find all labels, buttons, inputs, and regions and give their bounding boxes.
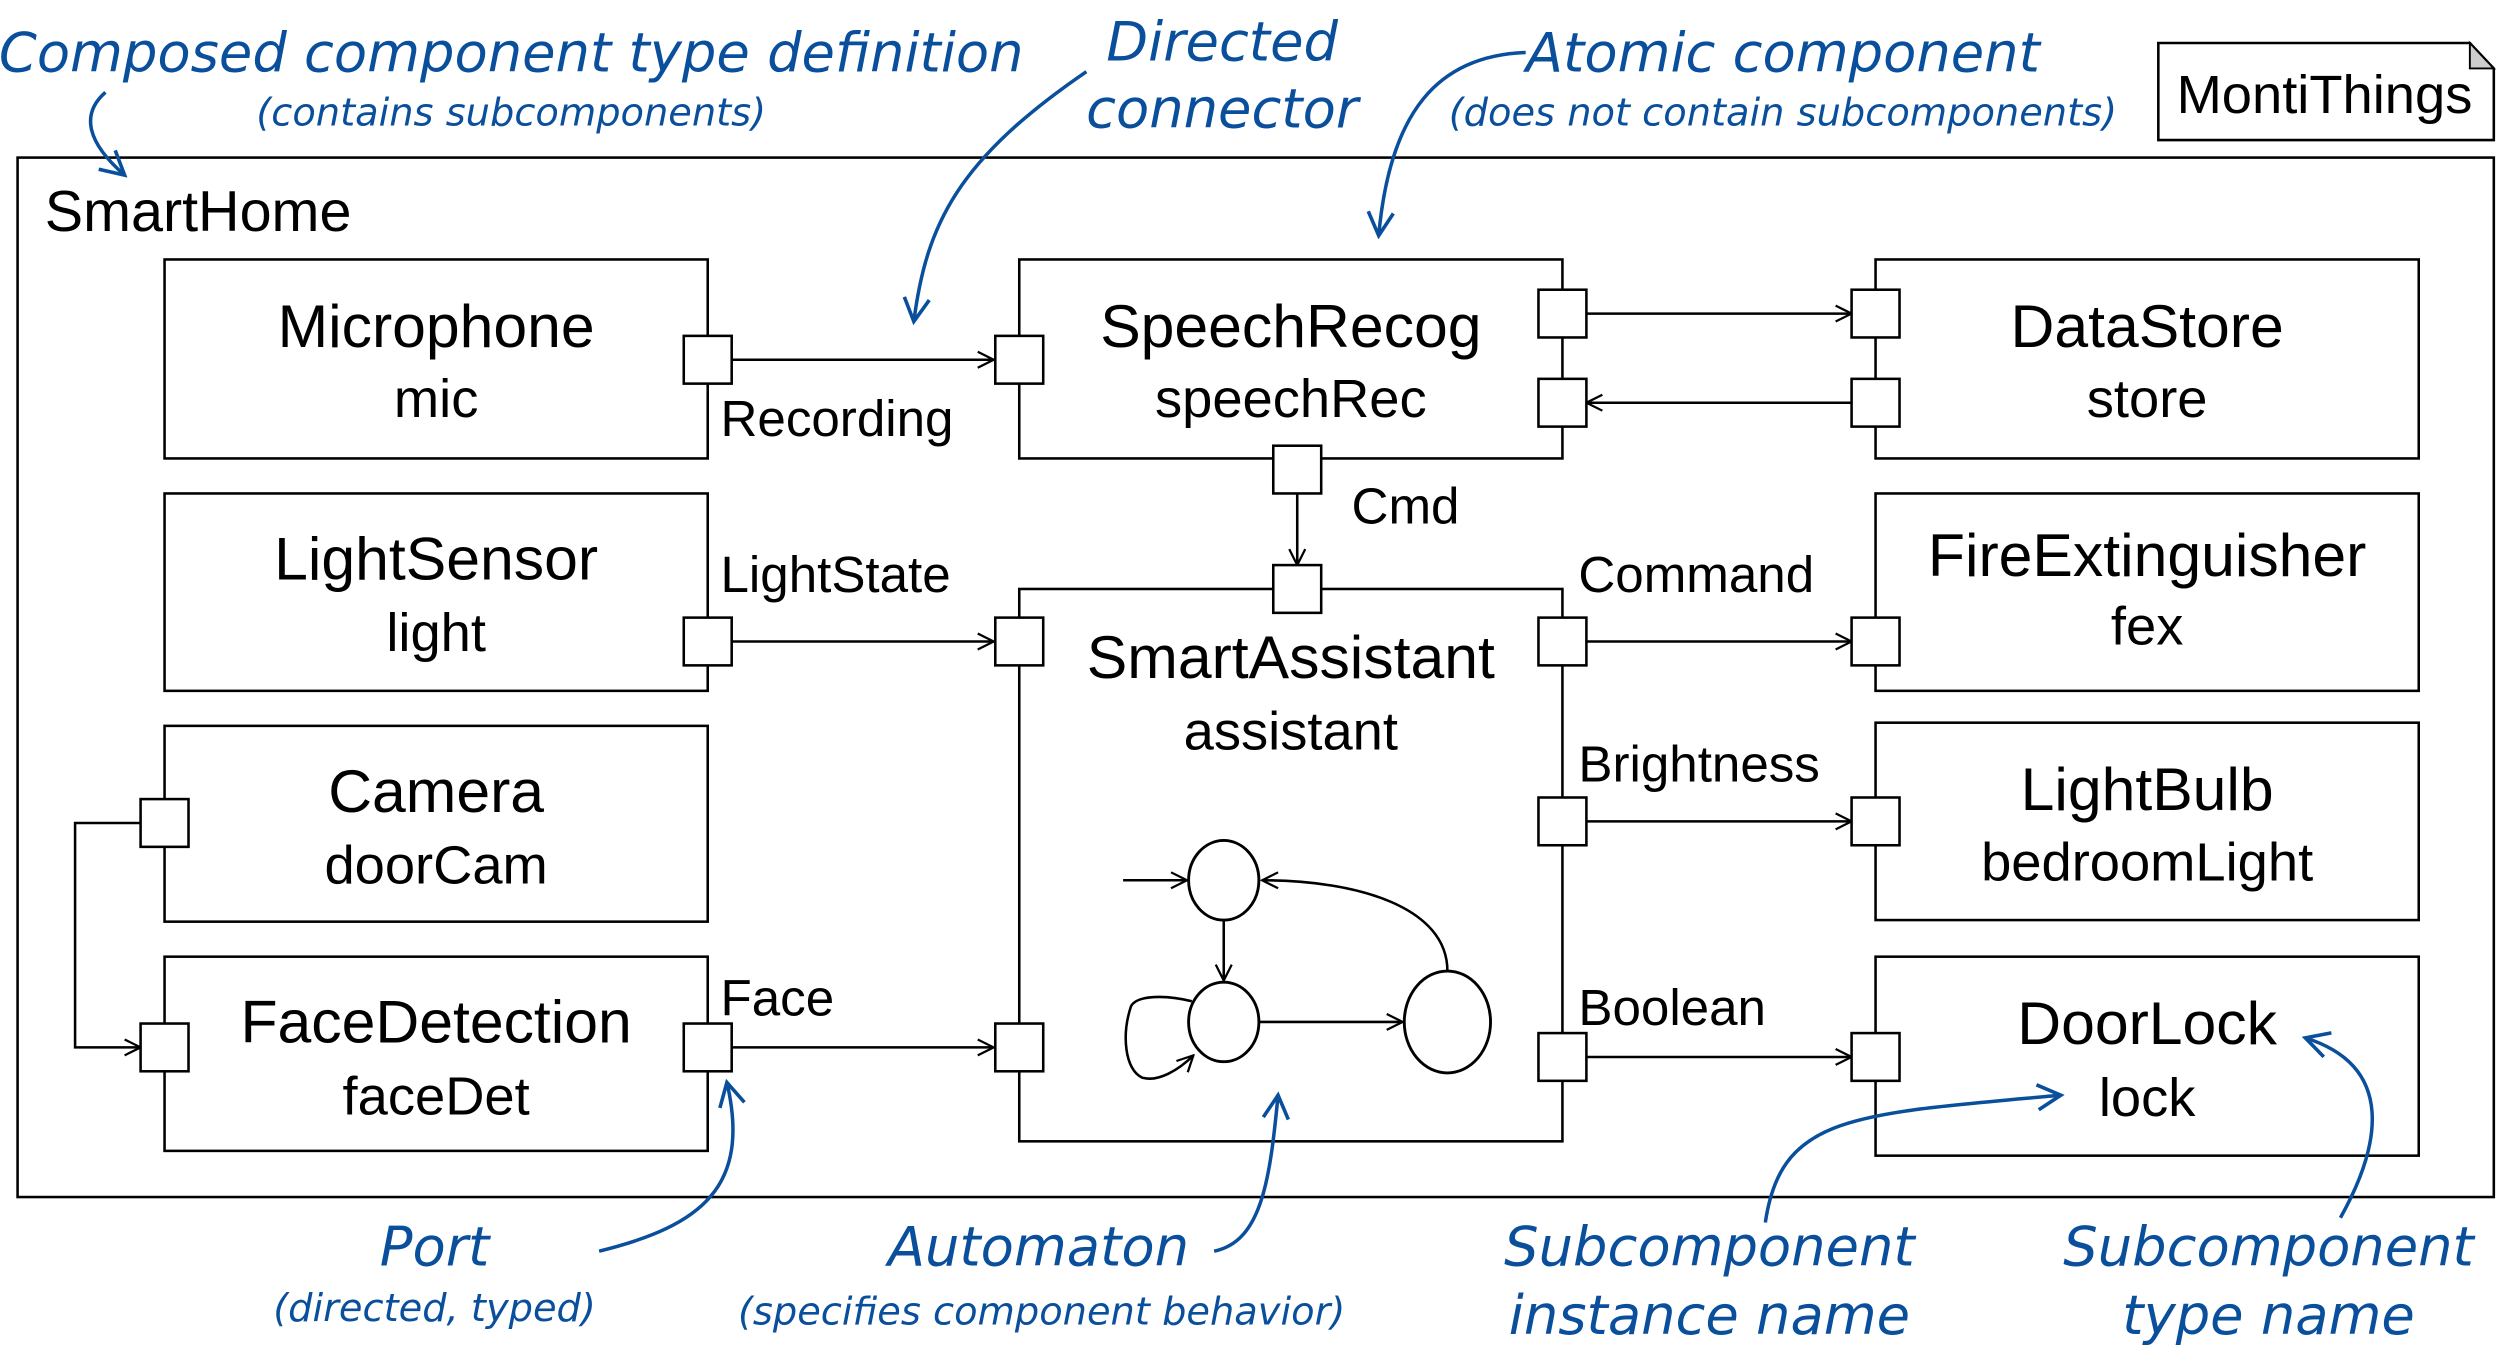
component-lock[interactable]: DoorLock lock [1874, 955, 2421, 1157]
note-fold-icon [2468, 40, 2497, 70]
annotation-atomic: Atomic component (does not contain subco… [1379, 22, 2117, 236]
connector-camera-facedet[interactable] [73, 821, 141, 1047]
type-name: LightBulb [2021, 755, 2274, 823]
annotation-arrow-icon [1379, 50, 1526, 236]
annotation-composed-subtitle: (contains subcomponents) [256, 91, 766, 136]
port-type-recording: Recording [721, 390, 954, 447]
annotation-type-line2: type name [2122, 1284, 2415, 1347]
instance-name: faceDet [343, 1066, 530, 1126]
montithings-badge: MontiThings [2157, 40, 2497, 142]
component-light[interactable]: LightSensor light [163, 492, 710, 693]
component-bedroomlight[interactable]: LightBulb bedroomLight [1874, 721, 2421, 922]
port-speechrec-cmd[interactable] [1271, 444, 1323, 495]
port-assistant-face[interactable] [994, 1022, 1045, 1073]
component-assistant[interactable]: SmartAssistant assistant [1017, 587, 1564, 1143]
automaton-transition-3-1 [1262, 880, 1449, 972]
instance-name: fex [2111, 597, 2183, 657]
automaton-state-2 [1187, 980, 1261, 1064]
port-assistant-boolean[interactable] [1537, 1031, 1588, 1083]
annotation-automaton-subtitle: (specifies component behavior) [738, 1289, 1345, 1334]
component-doorcam[interactable]: Camera doorCam [163, 724, 710, 923]
component-fex[interactable]: FireExtinguisher fex [1874, 492, 2421, 693]
port-mic-out[interactable] [682, 334, 733, 385]
port-assistant-command[interactable] [1537, 616, 1588, 667]
automaton-self-loop [1124, 995, 1194, 1080]
annotation-connector-line1: Directed [1106, 11, 1338, 74]
annotation-atomic-subtitle: (does not contain subcomponents) [1449, 91, 2117, 136]
annotation-port: Port (directed, typed) [273, 1082, 733, 1331]
type-name: Camera [328, 757, 544, 825]
type-name: FaceDetection [240, 988, 631, 1056]
instance-name: assistant [1184, 702, 1398, 762]
automaton-state-1 [1187, 839, 1261, 922]
annotation-arrow-icon [1763, 1095, 2061, 1223]
port-bulb-in[interactable] [1850, 796, 1901, 847]
port-type-boolean: Boolean [1578, 979, 1766, 1036]
annotation-port-subtitle: (directed, typed) [273, 1286, 596, 1331]
instance-name: speechRec [1155, 369, 1427, 429]
component-facedet[interactable]: FaceDetection faceDet [163, 955, 710, 1153]
instance-name: mic [394, 369, 478, 429]
automaton-state-3 [1402, 969, 1492, 1075]
annotation-composed-title: Composed component type definition [0, 22, 1024, 85]
component-mic[interactable]: Microphone mic [163, 258, 710, 460]
annotation-arrow-icon [88, 91, 125, 175]
port-speechrec-in[interactable] [994, 334, 1045, 385]
type-name: DoorLock [2017, 989, 2277, 1057]
port-assistant-brightness[interactable] [1537, 796, 1588, 847]
port-type-face: Face [721, 970, 835, 1027]
component-store[interactable]: DataStore store [1874, 258, 2421, 460]
annotation-instance-line2: instance name [1509, 1284, 1910, 1347]
port-type-brightness: Brightness [1578, 736, 1819, 793]
port-type-command: Command [1578, 546, 1814, 603]
port-camera-out[interactable] [139, 797, 190, 849]
type-name: DataStore [2011, 292, 2284, 360]
annotation-arrow-icon [1213, 1095, 1278, 1253]
annotation-automaton: Automaton (specifies component behavior) [738, 1095, 1345, 1334]
port-lock-in[interactable] [1850, 1031, 1901, 1083]
port-store-in[interactable] [1850, 288, 1901, 339]
port-store-out[interactable] [1850, 377, 1901, 428]
annotation-type-line1: Subcomponent [2063, 1216, 2475, 1279]
port-type-lightstate: LightState [721, 546, 951, 603]
instance-name: lock [2099, 1068, 2196, 1128]
port-speechrec-out-store[interactable] [1537, 288, 1588, 339]
annotation-atomic-title: Atomic component [1523, 22, 2042, 85]
port-facedet-out[interactable] [682, 1022, 733, 1073]
port-light-out[interactable] [682, 616, 733, 667]
annotation-instance-line1: Subcomponent [1504, 1216, 1916, 1279]
automaton [1123, 839, 1492, 1080]
port-type-cmd: Cmd [1352, 478, 1460, 535]
annotation-connector-line2: connector [1086, 77, 1362, 140]
port-assistant-light[interactable] [994, 616, 1045, 667]
annotation-connector: Directed connector [914, 11, 1362, 322]
instance-name: store [2087, 369, 2208, 429]
annotation-arrow-icon [2305, 1038, 2375, 1219]
annotation-arrow-icon [598, 1082, 733, 1253]
instance-name: doorCam [324, 836, 547, 896]
annotation-type: Subcomponent type name [2063, 1038, 2476, 1347]
type-name: SmartAssistant [1087, 623, 1495, 691]
type-name: LightSensor [274, 525, 598, 593]
annotation-automaton-title: Automaton [885, 1216, 1189, 1279]
annotation-instance: Subcomponent instance name [1504, 1095, 2061, 1347]
annotation-arrow-icon [914, 70, 1088, 322]
composed-type-name: SmartHome [45, 180, 352, 244]
instance-name: bedroomLight [1981, 832, 2313, 892]
badge-label: MontiThings [2177, 65, 2473, 125]
port-assistant-cmd[interactable] [1271, 563, 1323, 615]
port-facedet-in[interactable] [139, 1022, 190, 1073]
instance-name: light [386, 603, 486, 663]
type-name: SpeechRecog [1100, 292, 1481, 360]
annotation-port-title: Port [380, 1216, 491, 1279]
ports [139, 288, 1901, 1083]
port-speechrec-in-store[interactable] [1537, 377, 1588, 428]
type-name: FireExtinguisher [1928, 521, 2366, 589]
port-fex-in[interactable] [1850, 616, 1901, 667]
annotation-composed: Composed component type definition (cont… [0, 22, 1024, 175]
type-name: Microphone [278, 292, 595, 360]
component-speechrec[interactable]: SpeechRecog speechRec [1017, 258, 1564, 460]
